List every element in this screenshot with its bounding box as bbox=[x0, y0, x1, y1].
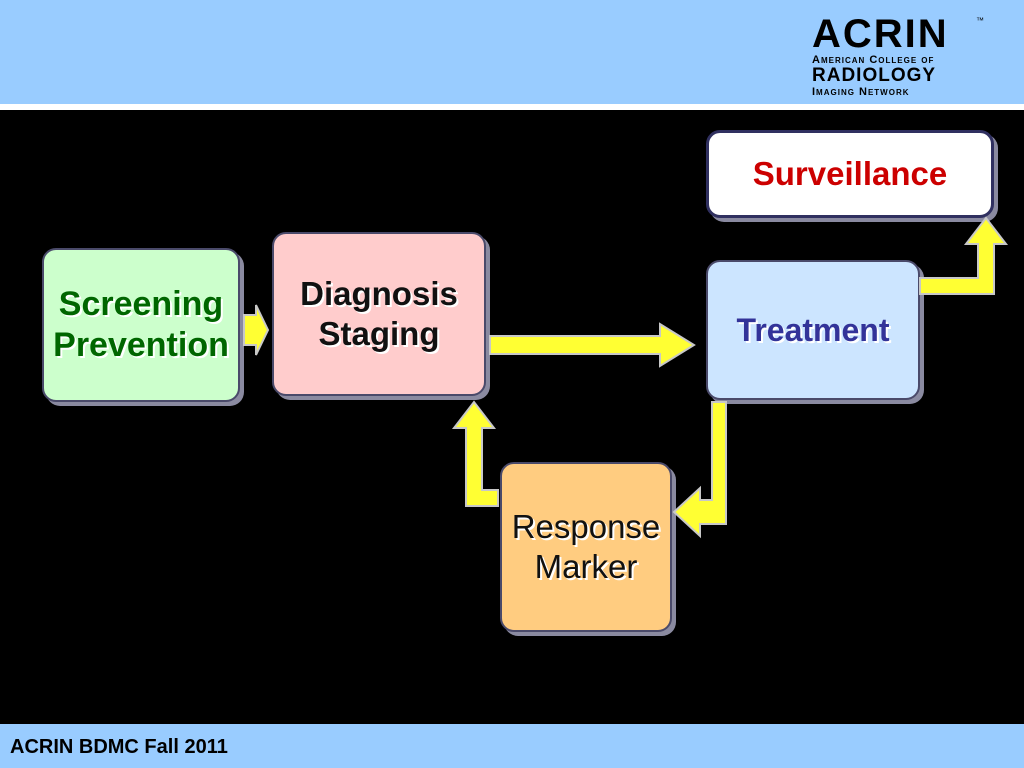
header-band bbox=[0, 0, 1024, 104]
logo-line-1: American College of bbox=[812, 54, 935, 66]
diagnosis-label: Diagnosis bbox=[300, 275, 458, 313]
response-label: Response bbox=[511, 508, 661, 546]
diagram-stage: Surveillance Screening Prevention Diagno… bbox=[0, 110, 1024, 724]
logo-wordmark: ACRIN bbox=[812, 12, 949, 56]
arrow-screening-to-diagnosis bbox=[243, 304, 270, 356]
flow-arrows bbox=[243, 216, 1009, 539]
surveillance-node: Surveillance bbox=[706, 130, 994, 218]
footer-text: ACRIN BDMC Fall 2011 bbox=[10, 736, 228, 758]
arrow-response-to-diagnosis bbox=[451, 400, 499, 507]
marker-label: Marker bbox=[534, 548, 638, 585]
footer-band: ACRIN BDMC Fall 2011 bbox=[0, 724, 1024, 768]
logo-trademark: ™ bbox=[976, 16, 984, 25]
arrow-diagnosis-to-treatment bbox=[489, 322, 696, 368]
diagnosis-staging-node: Diagnosis Staging bbox=[272, 232, 486, 396]
arrow-treatment-to-surveillance bbox=[919, 216, 1009, 295]
staging-label: Staging bbox=[318, 315, 440, 352]
surveillance-label: Surveillance bbox=[752, 155, 948, 193]
acrin-logo: ACRIN ™ American College of RADIOLOGY Im… bbox=[808, 14, 988, 100]
screening-prevention-node: Screening Prevention bbox=[42, 248, 240, 402]
header-divider bbox=[0, 104, 1024, 110]
response-marker-node: Response Marker bbox=[500, 462, 672, 632]
screening-label: Screening bbox=[58, 285, 224, 324]
treatment-node: Treatment bbox=[706, 260, 920, 400]
logo-line-3: Imaging Network bbox=[812, 86, 910, 98]
treatment-label: Treatment bbox=[736, 311, 890, 348]
prevention-label: Prevention bbox=[53, 326, 229, 364]
logo-line-2: RADIOLOGY bbox=[812, 65, 937, 86]
arrow-treatment-to-response bbox=[672, 401, 727, 539]
